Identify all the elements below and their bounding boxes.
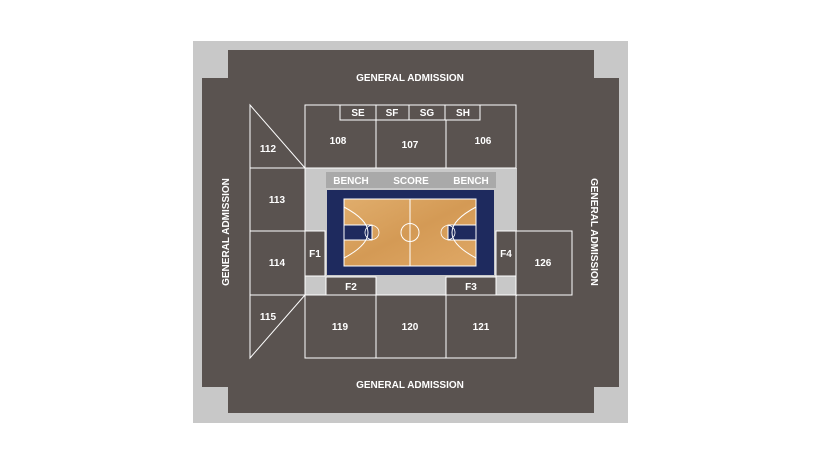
section-108-label: 108 [330,136,347,147]
bench-right-bar [446,172,496,188]
section-f2[interactable] [325,276,377,296]
section-f3[interactable] [445,276,497,296]
section-f1[interactable] [304,230,326,277]
section-sh-label: SH [456,108,470,119]
section-107-label: 107 [402,140,419,151]
ga-bottom-label: GENERAL ADMISSION [356,380,464,391]
bench-left-label: BENCH [333,176,369,187]
section-120-label: 120 [402,322,419,333]
section-sg-label: SG [420,108,435,119]
section-115[interactable] [249,294,307,360]
section-114-label: 114 [269,258,286,269]
section-126-label: 126 [535,258,552,269]
score-label: SCORE [393,176,429,187]
bench-right-label: BENCH [453,176,489,187]
section-121-label: 121 [473,322,490,333]
section-f1-label: F1 [309,249,321,260]
section-126[interactable] [515,230,573,296]
ga-right-label: GENERAL ADMISSION [588,178,599,286]
basketball-court [327,190,494,275]
section-114[interactable] [249,230,306,296]
bench-left-bar [326,172,376,188]
section-f3-label: F3 [465,282,477,293]
section-115-label: 115 [260,312,277,323]
section-sf-label: SF [386,108,399,119]
section-sh[interactable] [444,104,481,121]
section-106-label: 106 [475,136,492,147]
section-113-label: 113 [269,195,286,206]
section-112-label: 112 [260,144,277,155]
section-f2-label: F2 [345,282,357,293]
section-119-label: 119 [332,322,349,333]
section-f4[interactable] [495,230,517,277]
section-121[interactable] [445,294,517,359]
section-113[interactable] [249,167,306,232]
section-120[interactable] [375,294,447,359]
score-bar [376,172,446,188]
ga-left-label: GENERAL ADMISSION [221,178,232,286]
section-se-label: SE [351,108,365,119]
section-f4-label: F4 [500,249,512,260]
ga-top-label: GENERAL ADMISSION [356,73,464,84]
